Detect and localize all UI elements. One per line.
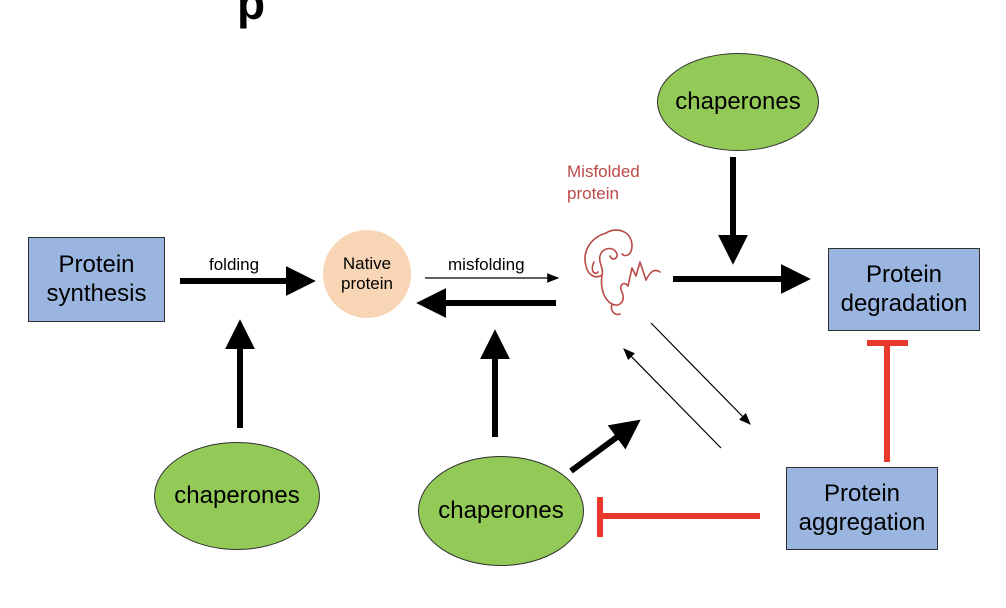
protein-aggregation-label: Protein aggregation	[798, 479, 926, 536]
arrow-from-aggregation	[623, 348, 722, 449]
chaperones-bottom-label: chaperones	[438, 497, 564, 524]
protein-synthesis-label: Protein synthesis	[46, 250, 147, 307]
folding-label: folding	[209, 255, 260, 274]
chaperones-bottom-node: chaperones	[418, 456, 584, 566]
protein-degradation-box: Protein degradation	[828, 248, 980, 331]
misfolded-protein-label: Misfolded protein	[567, 162, 640, 204]
protein-aggregation-box: Protein aggregation	[786, 467, 938, 550]
arrow-chaperones-bottom-diagonal	[569, 419, 641, 474]
title-fragment: p	[237, 0, 266, 29]
inhibit-aggregation-degradation	[867, 340, 908, 462]
misfolded-protein-icon	[584, 229, 661, 316]
protein-degradation-label: Protein degradation	[840, 260, 968, 317]
misfolding-label: misfolding	[448, 255, 525, 274]
native-protein-node: Native protein	[323, 230, 411, 318]
chaperones-left-node: chaperones	[154, 442, 320, 550]
native-protein-label: Native protein	[341, 253, 393, 293]
chaperones-top-label: chaperones	[675, 88, 801, 115]
chaperones-top-node: chaperones	[657, 53, 819, 151]
chaperones-left-label: chaperones	[174, 482, 300, 509]
protein-synthesis-box: Protein synthesis	[28, 237, 165, 322]
inhibit-aggregation-chaperones	[597, 497, 760, 537]
arrow-to-aggregation	[650, 322, 751, 425]
